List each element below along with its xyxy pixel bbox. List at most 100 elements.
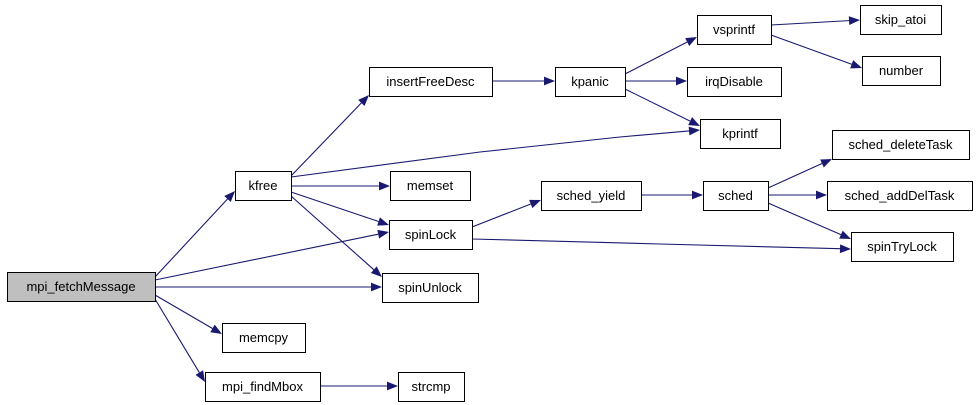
- node-sched_yield[interactable]: sched_yield: [541, 181, 642, 211]
- node-sched[interactable]: sched: [703, 181, 769, 211]
- node-label: skip_atoi: [875, 12, 926, 27]
- edge-sched-to-sched_deleteTask: [767, 159, 832, 189]
- node-box[interactable]: [862, 56, 941, 86]
- edge-layer: [154, 16, 862, 391]
- edge-kfree-to-spinUnlock: [290, 195, 382, 277]
- node-kfree[interactable]: kfree: [235, 171, 292, 201]
- node-label: number: [879, 63, 924, 78]
- edge-mpi_fetchMessage-to-spinLock: [154, 229, 389, 281]
- node-label: sched_addDelTask: [845, 188, 955, 203]
- node-box[interactable]: [555, 67, 626, 97]
- edge-line: [770, 34, 852, 65]
- edge-arrowhead: [676, 76, 687, 86]
- edge-kfree-to-spinLock: [290, 191, 389, 226]
- node-sched_addDelTask[interactable]: sched_addDelTask: [827, 181, 973, 211]
- edge-spinLock-to-sched_yield: [471, 199, 541, 228]
- node-mpi_findMbox[interactable]: mpi_findMbox: [205, 372, 321, 402]
- edge-sched_yield-to-sched: [641, 190, 703, 200]
- edge-sched-to-sched_addDelTask: [768, 190, 827, 200]
- node-insertFreeDesc[interactable]: insertFreeDesc: [369, 67, 493, 97]
- edge-mpi_fetchMessage-to-mpi_findMbox: [154, 298, 205, 382]
- node-spinTryLock[interactable]: spinTryLock: [851, 232, 954, 262]
- node-box[interactable]: [389, 220, 473, 250]
- node-memcpy[interactable]: memcpy: [222, 323, 306, 353]
- node-label: spinTryLock: [867, 239, 937, 254]
- edge-kfree-to-insertFreeDesc: [290, 95, 369, 177]
- node-kprintf[interactable]: kprintf: [700, 119, 781, 149]
- node-label: memcpy: [239, 330, 289, 345]
- node-label: memset: [407, 178, 454, 193]
- node-mpi_fetchMessage[interactable]: mpi_fetchMessage: [7, 272, 156, 302]
- node-label: strcmp: [412, 379, 451, 394]
- edge-arrowhead: [210, 324, 222, 334]
- node-box[interactable]: [7, 272, 156, 302]
- edge-arrowhead: [224, 191, 235, 203]
- node-box[interactable]: [398, 372, 465, 402]
- node-layer: mpi_fetchMessage kfree memcpy mpi_findMbox i…: [7, 5, 973, 402]
- node-box[interactable]: [851, 232, 954, 262]
- edge-line: [290, 195, 375, 271]
- edge-arrowhead: [529, 199, 541, 209]
- edge-line: [154, 294, 213, 329]
- edge-line: [624, 41, 688, 75]
- node-kpanic[interactable]: kpanic: [555, 67, 626, 97]
- node-sched_deleteTask[interactable]: sched_deleteTask: [832, 130, 970, 160]
- node-box[interactable]: [700, 119, 781, 149]
- edge-arrowhead: [379, 181, 390, 191]
- node-strcmp[interactable]: strcmp: [398, 372, 465, 402]
- node-box[interactable]: [205, 372, 321, 402]
- node-box[interactable]: [222, 323, 306, 353]
- node-memset[interactable]: memset: [390, 171, 471, 201]
- node-box[interactable]: [832, 130, 970, 160]
- edge-line: [154, 198, 228, 278]
- node-box[interactable]: [860, 5, 942, 35]
- edge-mpi_fetchMessage-to-kfree: [154, 191, 235, 278]
- node-box[interactable]: [390, 171, 471, 201]
- edge-arrowhead: [688, 117, 700, 126]
- node-label: sched_yield: [557, 188, 626, 203]
- node-box[interactable]: [697, 15, 772, 45]
- edge-spinLock-to-spinTryLock: [471, 238, 851, 254]
- edge-mpi_findMbox-to-strcmp: [320, 381, 398, 391]
- edge-arrowhead: [371, 282, 382, 292]
- node-box[interactable]: [827, 181, 973, 211]
- edge-line: [770, 20, 850, 26]
- node-box[interactable]: [369, 67, 493, 97]
- edge-kfree-to-memset: [291, 181, 390, 191]
- edge-kpanic-to-vsprintf: [624, 37, 697, 75]
- edge-arrowhead: [692, 190, 703, 200]
- edge-arrowhead: [839, 230, 851, 239]
- node-skip_atoi[interactable]: skip_atoi: [860, 5, 942, 35]
- node-box[interactable]: [703, 181, 769, 211]
- edge-arrowhead: [358, 95, 369, 106]
- node-label: spinLock: [405, 227, 457, 242]
- node-label: kfree: [249, 178, 278, 193]
- node-number[interactable]: number: [862, 56, 941, 86]
- edge-kpanic-to-irqDisable: [625, 76, 687, 86]
- edge-line: [624, 88, 691, 122]
- node-box[interactable]: [687, 67, 782, 97]
- edge-arrowhead: [850, 60, 862, 69]
- node-spinLock[interactable]: spinLock: [389, 220, 473, 250]
- edge-mpi_fetchMessage-to-memcpy: [154, 294, 222, 334]
- edge-arrowhead: [377, 217, 389, 226]
- node-box[interactable]: [541, 181, 642, 211]
- node-irqDisable[interactable]: irqDisable: [687, 67, 782, 97]
- node-label: vsprintf: [713, 22, 755, 37]
- node-box[interactable]: [382, 273, 479, 303]
- edge-arrowhead: [820, 159, 832, 168]
- edge-arrowhead: [839, 244, 851, 254]
- edge-line: [290, 102, 362, 177]
- edge-line: [290, 191, 379, 223]
- node-label: kprintf: [722, 126, 758, 141]
- node-vsprintf[interactable]: vsprintf: [697, 15, 772, 45]
- edge-insertFreeDesc-to-kpanic: [492, 76, 555, 86]
- edge-kpanic-to-kprintf: [624, 88, 700, 126]
- node-label: insertFreeDesc: [386, 74, 475, 89]
- edge-arrowhead: [387, 381, 398, 391]
- edge-arrowhead: [685, 37, 697, 46]
- node-spinUnlock[interactable]: spinUnlock: [382, 273, 479, 303]
- node-label: kpanic: [571, 74, 609, 89]
- node-box[interactable]: [235, 171, 292, 201]
